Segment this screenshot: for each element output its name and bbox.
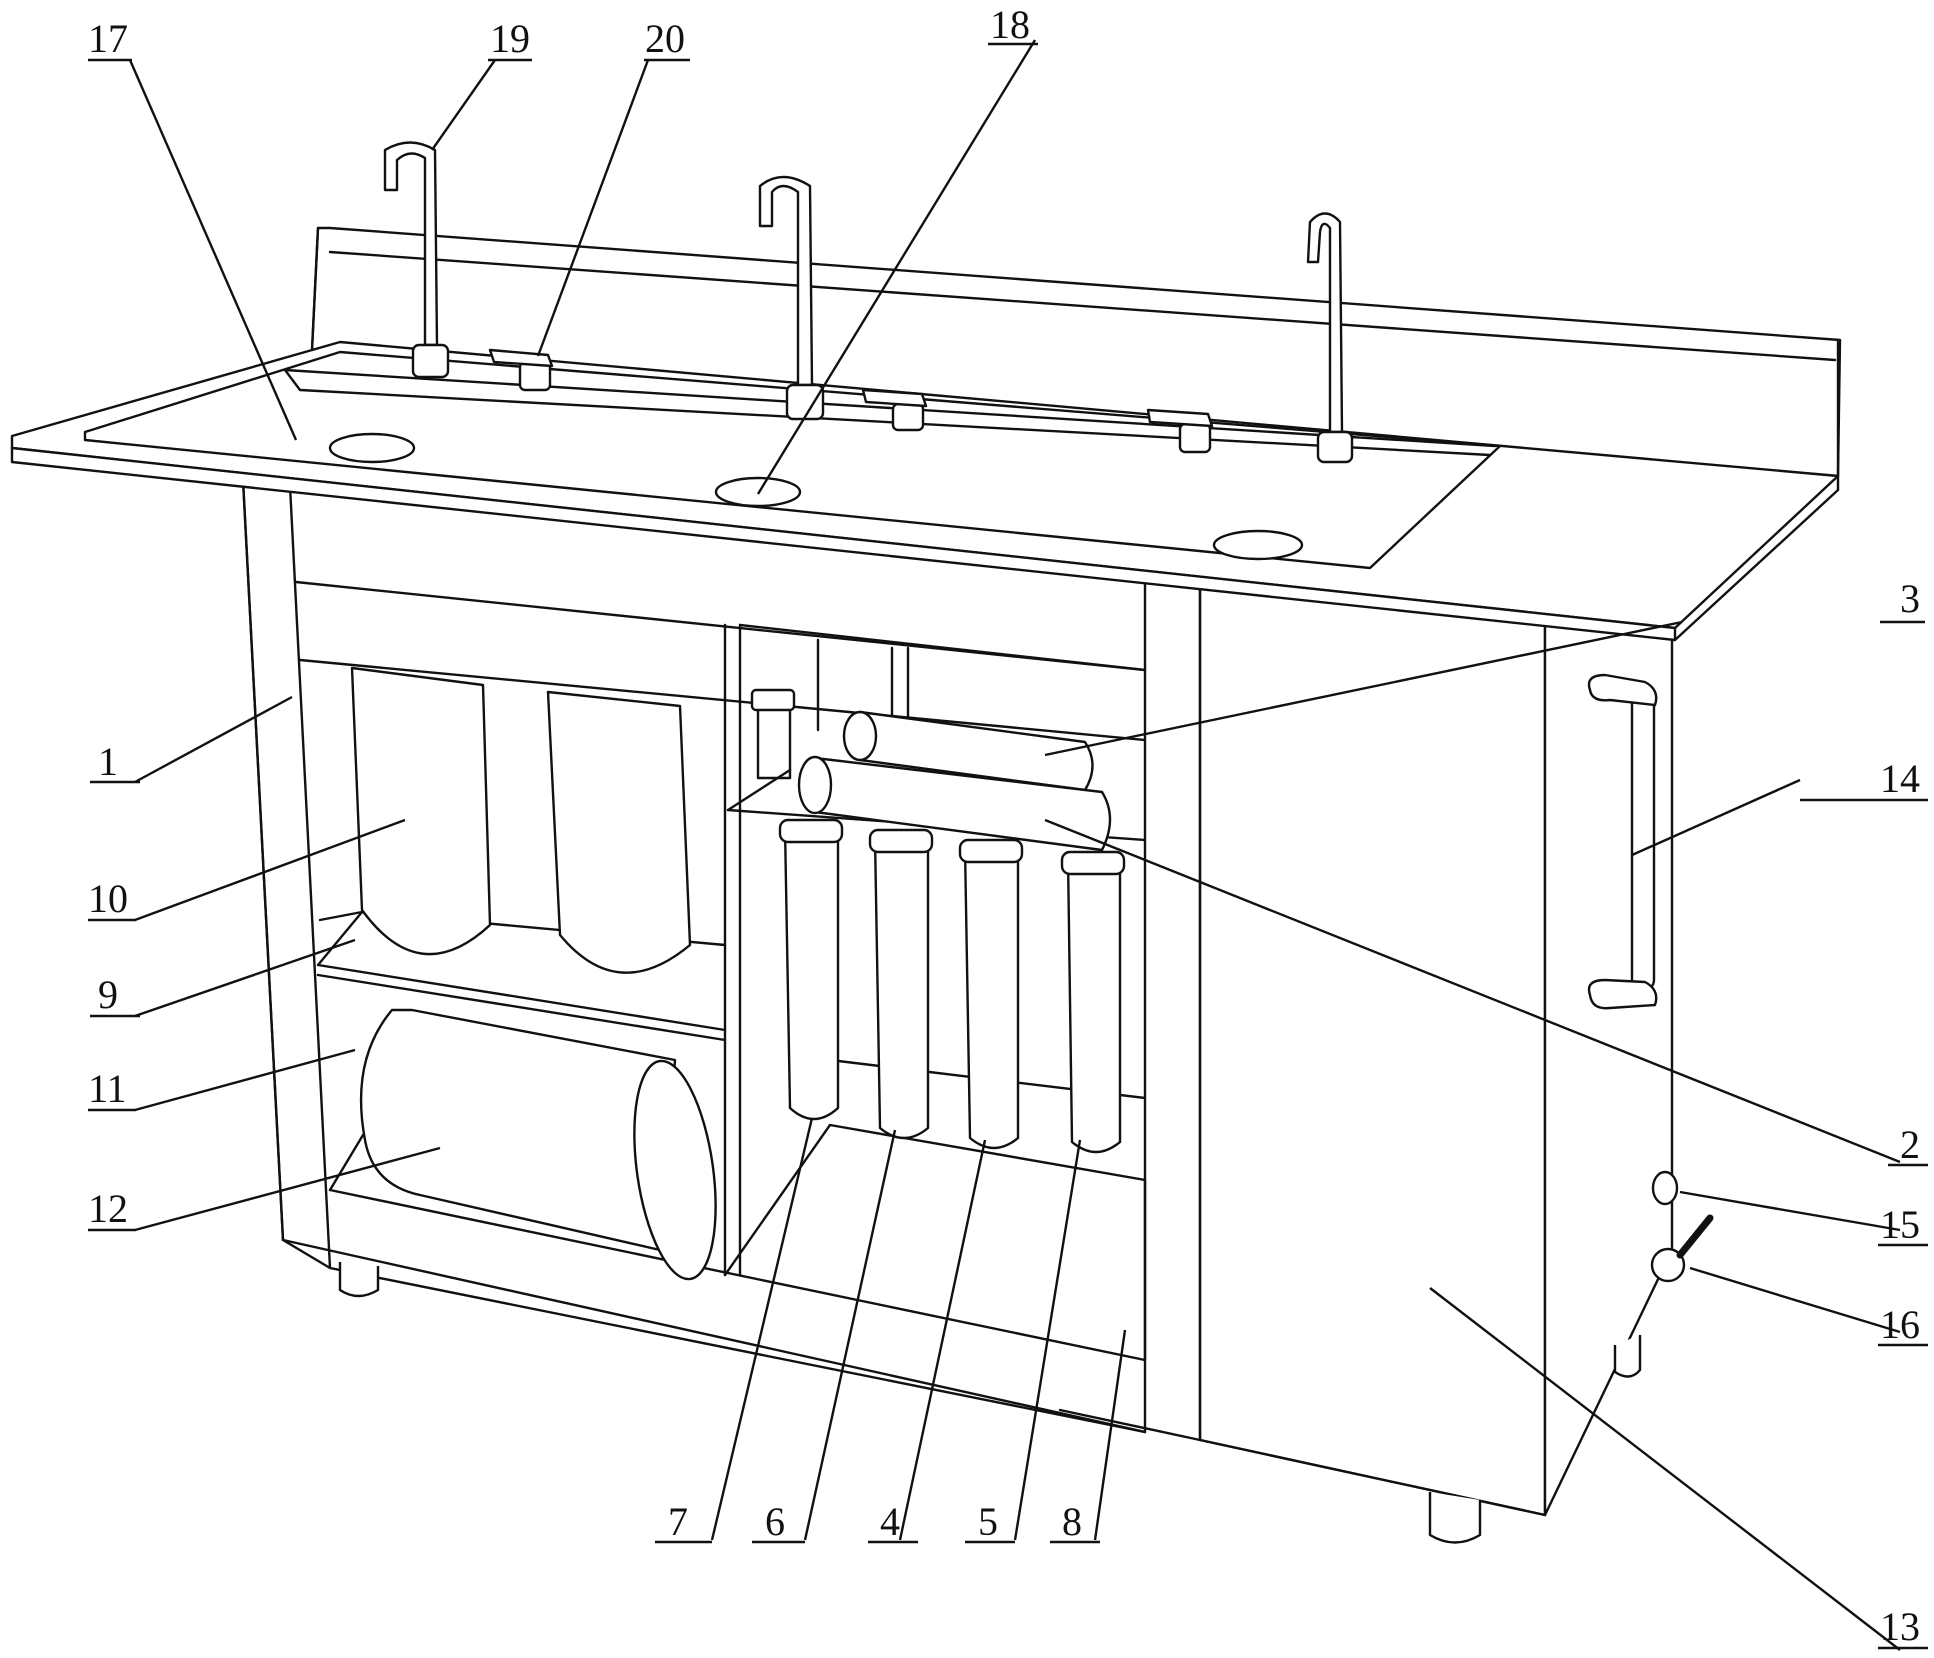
leader-lines [128, 39, 1901, 1651]
label-10: 10 [88, 876, 128, 921]
cabinet-feet [338, 1262, 1642, 1544]
label-4: 4 [880, 1499, 900, 1544]
vertical-tanks [350, 666, 692, 974]
label-2: 2 [1900, 1122, 1920, 1167]
label-15: 15 [1880, 1202, 1920, 1247]
label-5: 5 [978, 1499, 998, 1544]
label-11: 11 [88, 1066, 127, 1111]
door-handle [1587, 673, 1658, 1010]
label-18: 18 [990, 2, 1030, 47]
label-13: 13 [1880, 1604, 1920, 1649]
label-14: 14 [1880, 756, 1920, 801]
label-20: 20 [645, 16, 685, 61]
label-7: 7 [668, 1499, 688, 1544]
label-8: 8 [1062, 1499, 1082, 1544]
faucets [383, 141, 1354, 464]
label-6: 6 [765, 1499, 785, 1544]
drain-valves [1650, 1170, 1714, 1283]
backsplash [310, 226, 1842, 478]
membrane-housings [797, 710, 1112, 852]
reference-labels: 17 19 20 18 3 14 1 10 9 11 12 2 15 16 13… [88, 2, 1928, 1650]
tap-valves [488, 348, 1214, 454]
label-17: 17 [88, 16, 128, 61]
filter-cartridges [778, 818, 1126, 1154]
label-16: 16 [1880, 1302, 1920, 1347]
label-3: 3 [1900, 576, 1920, 621]
countertop [10, 340, 1840, 642]
label-1: 1 [98, 739, 118, 784]
label-12: 12 [88, 1186, 128, 1231]
cabinet-frame [241, 478, 1674, 1517]
label-9: 9 [98, 972, 118, 1017]
label-19: 19 [490, 16, 530, 61]
horizontal-tank [359, 1008, 717, 1281]
